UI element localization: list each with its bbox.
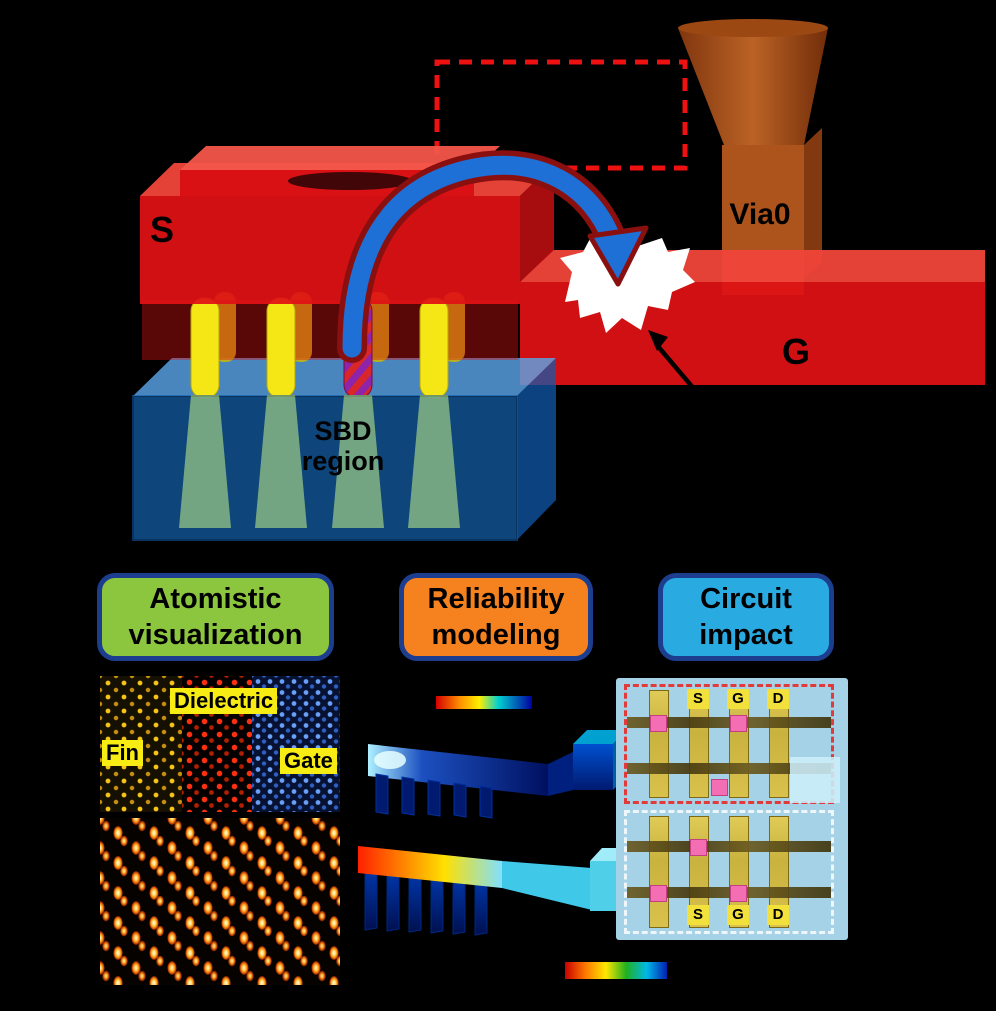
via-marker [690, 839, 707, 856]
dielectric-label: Dielectric [170, 688, 278, 714]
breakdown-spot [560, 232, 695, 333]
connector-wedge [548, 752, 573, 796]
terminal-label-d: D [767, 689, 789, 709]
terminal-label-d: D [767, 905, 789, 925]
via0-label: Via0 [729, 198, 790, 231]
badge-reliability-line2: modeling [431, 619, 561, 651]
poly-bar [649, 690, 669, 798]
via-marker [711, 779, 728, 796]
badge-atomistic-line2: visualization [128, 619, 303, 651]
badge-atomistic-line1: Atomistic [149, 583, 282, 615]
poly-bar [649, 816, 669, 928]
via-marker [730, 715, 747, 732]
hot-gate-bar [358, 846, 502, 888]
stem-atomic-image [100, 818, 340, 985]
terminal-label-s: S [687, 689, 709, 709]
badge-circuit-line2: impact [699, 619, 793, 651]
device-3d-diagram: Via0 G [132, 19, 985, 541]
metal-rail [627, 887, 831, 898]
fin-array-cool [375, 773, 493, 819]
fin-label: Fin [102, 740, 143, 766]
reliability-sim-top [368, 696, 627, 819]
metal-rail [627, 763, 831, 774]
metal-rail [627, 717, 831, 728]
highlight-region [790, 757, 840, 803]
badge-atomistic: Atomistic visualization [97, 573, 334, 661]
svg-text:SBD: SBD [314, 416, 371, 446]
circuit-cell-fresh: S G D [624, 684, 834, 804]
substrate-right-face [517, 358, 556, 540]
via-marker [650, 715, 667, 732]
gate-label: G [782, 331, 810, 372]
reliability-sim-bottom [358, 846, 642, 936]
badge-circuit-line1: Circuit [700, 583, 792, 615]
via-marker [730, 885, 747, 902]
badge-reliability: Reliability modeling [399, 573, 593, 661]
colorbar-top [436, 696, 532, 709]
terminal-label-g: G [727, 689, 749, 709]
colorbar-bottom [565, 962, 667, 979]
badge-reliability-line1: Reliability [427, 583, 565, 615]
svg-text:region: region [302, 446, 385, 476]
warm-slab [502, 861, 592, 910]
ribbon-arrow [337, 150, 649, 363]
pointer-arrow [648, 330, 702, 398]
circuit-layout-panel: S G D S G D [616, 678, 848, 940]
metal-rail [627, 841, 831, 852]
gate-lattice-region [252, 676, 340, 812]
terminal-label-g: G [727, 905, 749, 925]
source-label: S [150, 209, 174, 250]
circuit-cell-degraded: S G D [624, 810, 834, 934]
badge-circuit: Circuit impact [658, 573, 834, 661]
via-marker [650, 885, 667, 902]
gate-label-atomistic: Gate [280, 748, 337, 774]
sbd-region-label: SBD region [302, 416, 385, 476]
terminal-label-s: S [687, 905, 709, 925]
